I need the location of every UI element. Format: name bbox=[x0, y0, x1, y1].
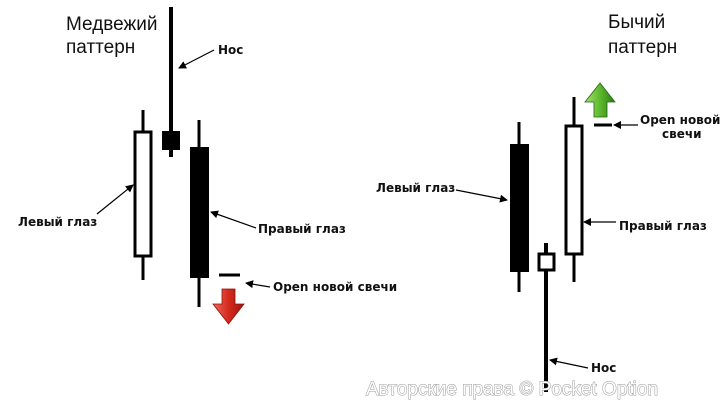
bullish-left-eye-candle bbox=[510, 122, 529, 292]
bearish-right-eye-pointer bbox=[210, 210, 257, 229]
bullish-pattern: Бычий паттерн Левый глаз Правый глаз bbox=[376, 12, 720, 392]
bearish-nose-label: Нос bbox=[218, 43, 243, 57]
bearish-open-label: Open новой свечи bbox=[273, 280, 397, 294]
bullish-title-line1: Бычий bbox=[608, 12, 665, 33]
bearish-title-line1: Медвежий bbox=[66, 14, 157, 35]
bullish-right-eye-candle bbox=[564, 97, 584, 282]
bearish-nose-candle bbox=[162, 7, 180, 157]
bearish-left-eye-label: Левый глаз bbox=[18, 215, 97, 229]
bearish-title-line2: паттерн bbox=[66, 37, 135, 58]
bearish-right-eye-label: Правый глаз bbox=[258, 222, 346, 236]
bullish-open-label-line1: Open новой bbox=[640, 113, 720, 127]
copyright-watermark: Авторские права © Pocket Option bbox=[366, 379, 658, 400]
bullish-nose-candle bbox=[537, 243, 556, 392]
bullish-open-label-line2: свечи bbox=[662, 127, 702, 141]
bearish-nose-pointer bbox=[178, 49, 215, 69]
bullish-nose-label: Нос bbox=[591, 361, 616, 375]
bullish-left-eye-label: Левый глаз bbox=[376, 181, 455, 195]
bullish-right-eye-label: Правый глаз bbox=[619, 219, 707, 233]
bearish-open-pointer bbox=[245, 280, 271, 289]
arrow-down-icon bbox=[212, 288, 245, 325]
bullish-left-eye-pointer bbox=[455, 189, 508, 203]
bullish-title-line2: паттерн bbox=[608, 37, 677, 58]
arrow-up-icon bbox=[584, 82, 616, 118]
bearish-right-eye-candle bbox=[190, 120, 209, 307]
bearish-left-eye-candle bbox=[133, 110, 153, 280]
bearish-left-eye-pointer bbox=[96, 184, 134, 215]
bullish-nose-pointer bbox=[549, 357, 589, 369]
bearish-pattern: Медвежий паттерн Нос Левый глаз П bbox=[18, 7, 397, 325]
